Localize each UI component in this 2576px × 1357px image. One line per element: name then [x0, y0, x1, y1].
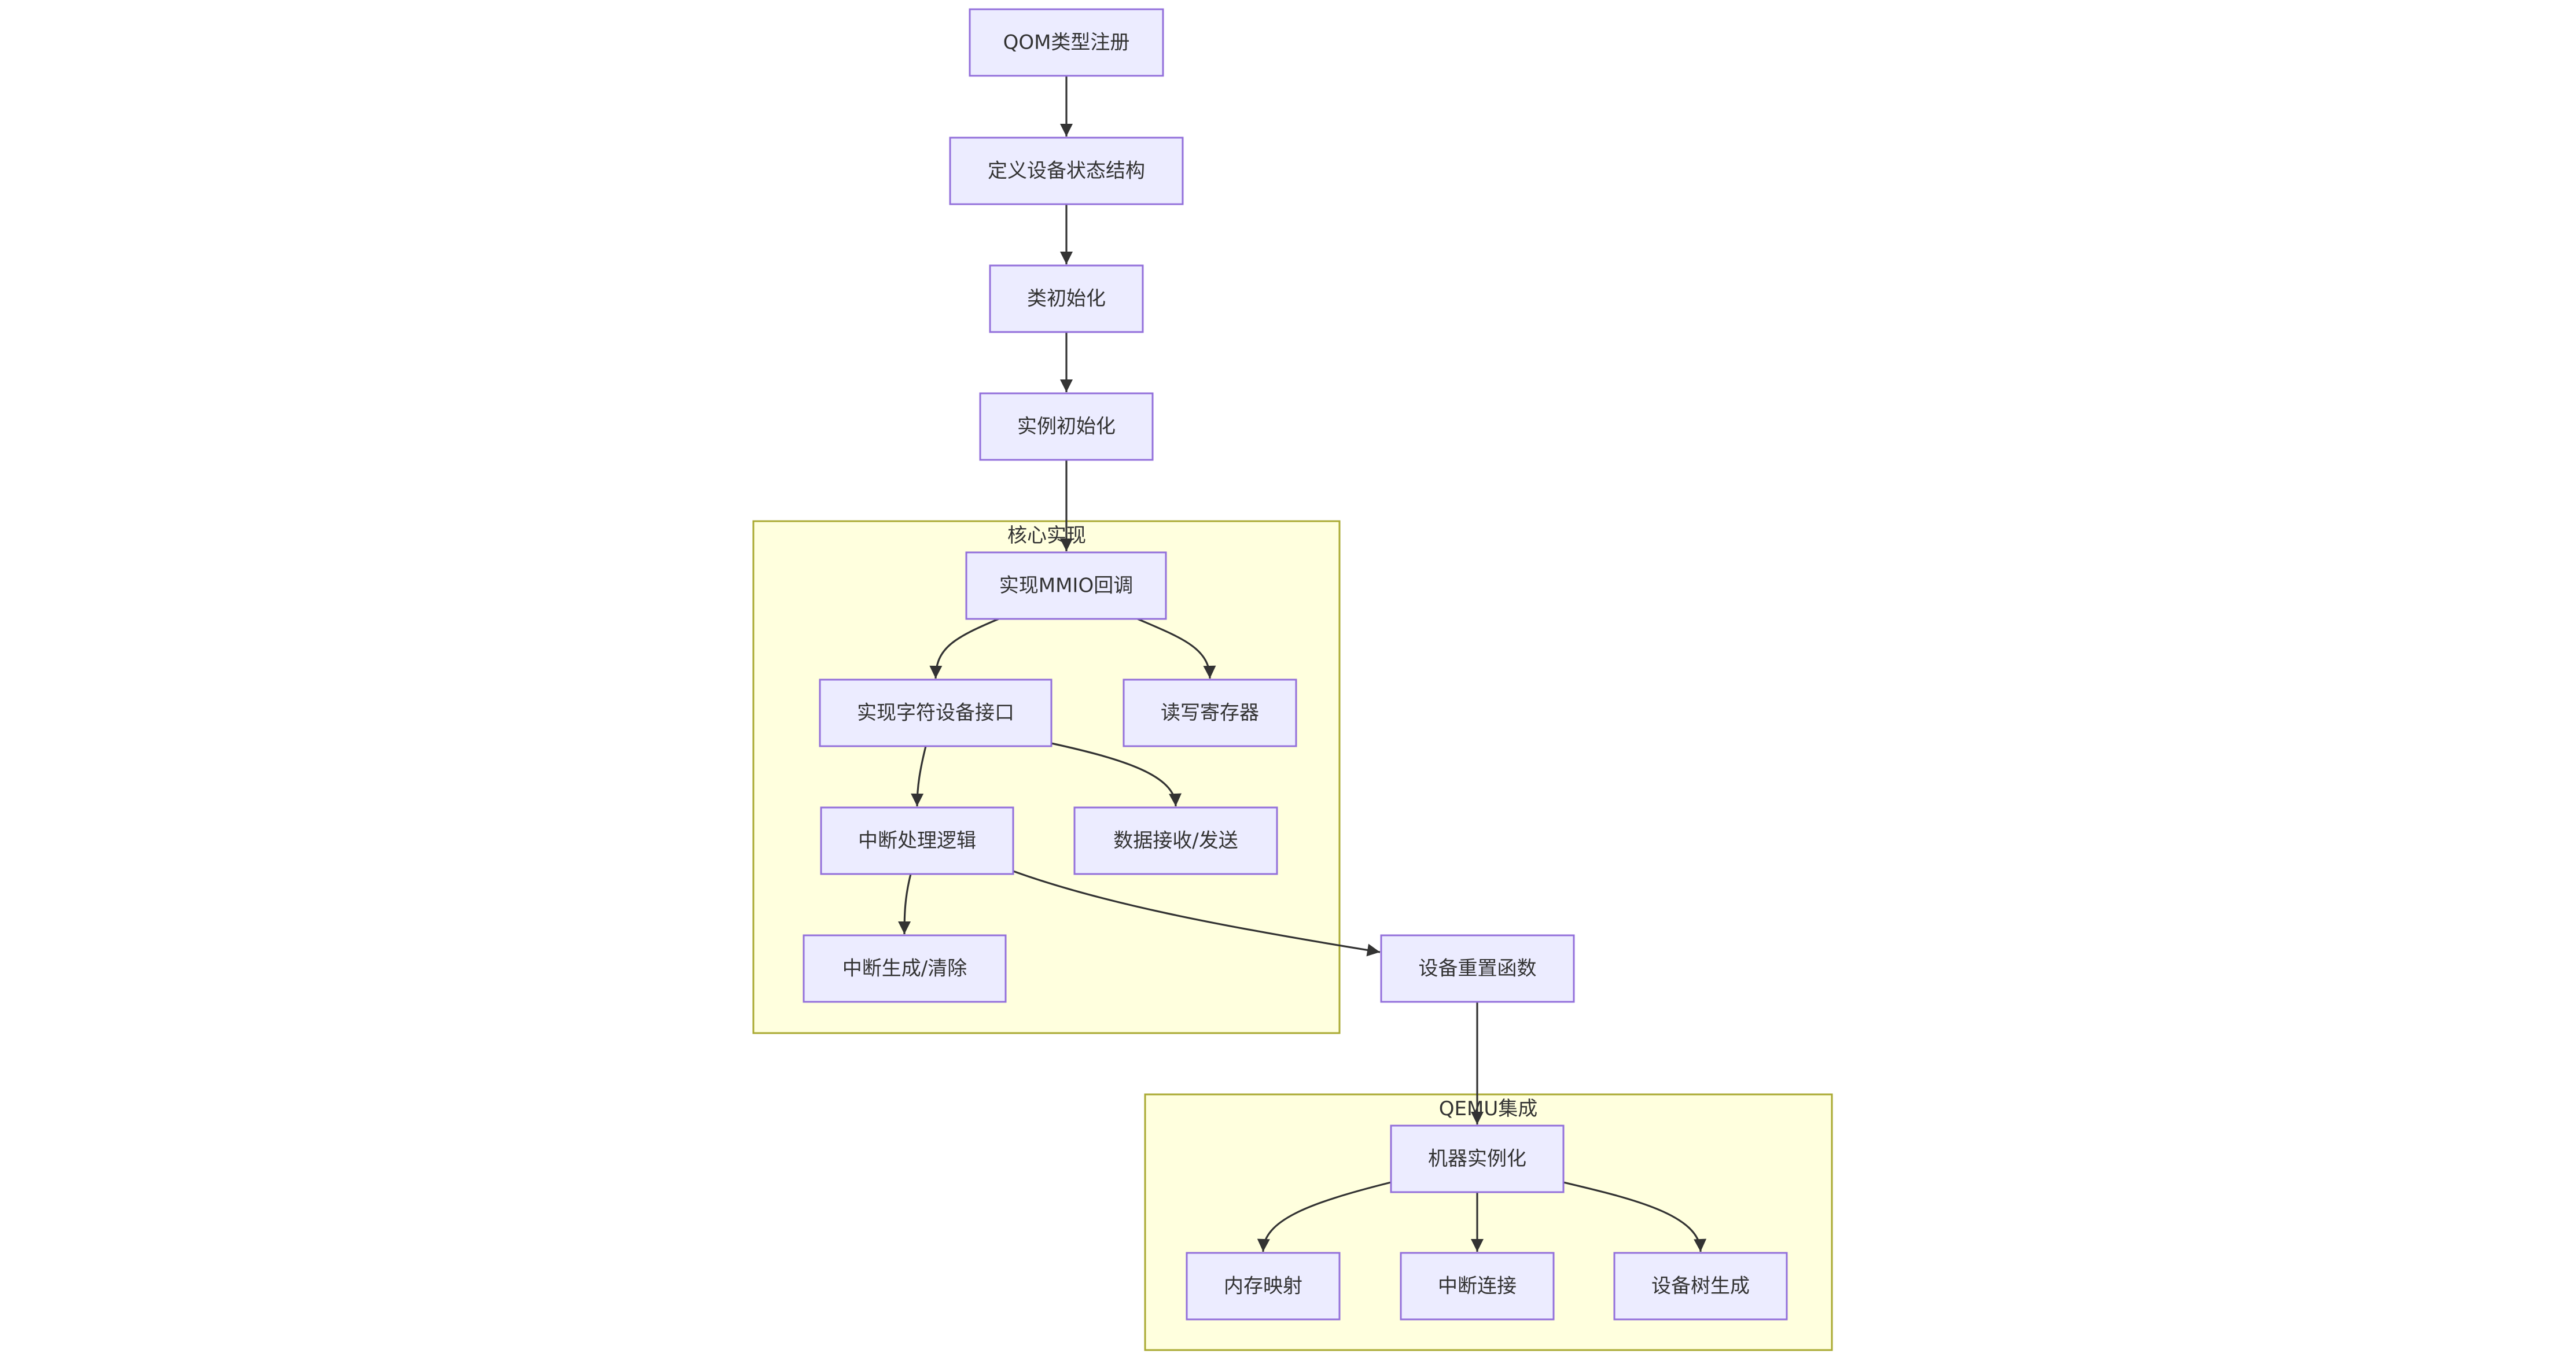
arrowhead — [1471, 1112, 1484, 1124]
node-irqlogic[interactable]: 中断处理逻辑 — [820, 806, 1014, 875]
node-chardev[interactable]: 实现字符设备接口 — [819, 679, 1053, 747]
node-label: 类初始化 — [1027, 287, 1106, 311]
node-machine[interactable]: 机器实例化 — [1390, 1124, 1565, 1193]
node-box — [1400, 1252, 1555, 1321]
node-irqconn[interactable]: 中断连接 — [1400, 1252, 1555, 1321]
node-box — [1186, 1252, 1341, 1321]
node-label: 设备重置函数 — [1419, 957, 1537, 980]
node-box — [803, 934, 1007, 1003]
arrowhead — [1694, 1238, 1707, 1252]
node-label: 读写寄存器 — [1161, 702, 1259, 725]
node-box — [820, 806, 1014, 875]
node-box — [949, 137, 1184, 205]
node-classinit[interactable]: 类初始化 — [989, 264, 1144, 333]
node-box — [979, 392, 1154, 461]
arrowhead — [1471, 1239, 1484, 1252]
node-label: QOM类型注册 — [1003, 31, 1130, 54]
node-label: 内存映射 — [1224, 1275, 1302, 1298]
edge-qom-to-state — [1060, 76, 1073, 137]
node-datarx[interactable]: 数据接收/发送 — [1073, 806, 1278, 875]
edge-mmio-to-regs — [1137, 618, 1216, 679]
node-box — [1073, 806, 1278, 875]
node-label: 数据接收/发送 — [1113, 829, 1238, 853]
node-label: 中断连接 — [1438, 1275, 1517, 1298]
node-state[interactable]: 定义设备状态结构 — [949, 137, 1184, 205]
node-dtb[interactable]: 设备树生成 — [1613, 1252, 1788, 1321]
node-box — [1123, 679, 1297, 747]
edge-state-to-classinit — [1060, 204, 1073, 264]
node-regs[interactable]: 读写寄存器 — [1123, 679, 1297, 747]
arrowhead — [1203, 665, 1216, 679]
node-box — [969, 8, 1164, 77]
node-label: 中断生成/清除 — [842, 957, 967, 980]
edge-instinit-to-mmio — [1060, 460, 1073, 551]
edge-classinit-to-instinit — [1060, 332, 1073, 392]
edge-line — [1013, 870, 1381, 953]
edge-machine-to-irqconn — [1471, 1192, 1484, 1252]
node-irqgen[interactable]: 中断生成/清除 — [803, 934, 1007, 1003]
node-memmap[interactable]: 内存映射 — [1186, 1252, 1341, 1321]
node-box — [989, 264, 1144, 333]
node-box — [819, 679, 1053, 747]
edge-machine-to-memmap — [1257, 1181, 1392, 1252]
node-label: 实例初始化 — [1017, 415, 1116, 438]
arrowhead — [1169, 793, 1182, 806]
node-label: 实现字符设备接口 — [857, 702, 1014, 725]
arrowhead — [1060, 124, 1073, 137]
edge-machine-to-dtb — [1563, 1181, 1707, 1252]
edge-irqlogic-to-irqgen — [898, 873, 912, 935]
cluster-qemu-label: QEMU集成 — [1439, 1097, 1537, 1120]
node-label: 定义设备状态结构 — [988, 160, 1145, 183]
edge-chardev-to-datarx — [1051, 742, 1182, 807]
edge-chardev-to-irqlogic — [911, 746, 927, 807]
node-qom[interactable]: QOM类型注册 — [969, 8, 1164, 77]
node-instinit[interactable]: 实例初始化 — [979, 392, 1154, 461]
arrowhead — [1257, 1238, 1270, 1252]
arrowhead — [1366, 943, 1380, 957]
node-box — [965, 551, 1167, 620]
arrowhead — [929, 665, 943, 679]
arrowhead — [1060, 379, 1073, 392]
node-mmio[interactable]: 实现MMIO回调 — [965, 551, 1167, 620]
arrowhead — [898, 921, 911, 934]
arrowhead — [1060, 539, 1073, 551]
cluster-core-label: 核心实现 — [1007, 524, 1086, 547]
node-label: 中断处理逻辑 — [858, 829, 976, 853]
nodes-layer: QOM类型注册定义设备状态结构类初始化实例初始化实现MMIO回调实现字符设备接口… — [803, 8, 1788, 1321]
node-box — [1390, 1124, 1565, 1193]
edge-reset-to-machine — [1471, 1002, 1484, 1124]
arrowhead — [1060, 252, 1073, 264]
node-reset[interactable]: 设备重置函数 — [1380, 934, 1575, 1003]
node-box — [1613, 1252, 1788, 1321]
arrowhead — [911, 793, 924, 806]
node-label: 机器实例化 — [1428, 1148, 1526, 1171]
node-label: 设备树生成 — [1651, 1275, 1750, 1298]
edges-layer — [898, 76, 1707, 1252]
edge-line — [1563, 1181, 1702, 1252]
node-box — [1380, 934, 1575, 1003]
edge-irqlogic-to-reset — [1013, 870, 1381, 957]
edge-mmio-to-chardev — [929, 618, 999, 679]
node-label: 实现MMIO回调 — [999, 574, 1133, 598]
